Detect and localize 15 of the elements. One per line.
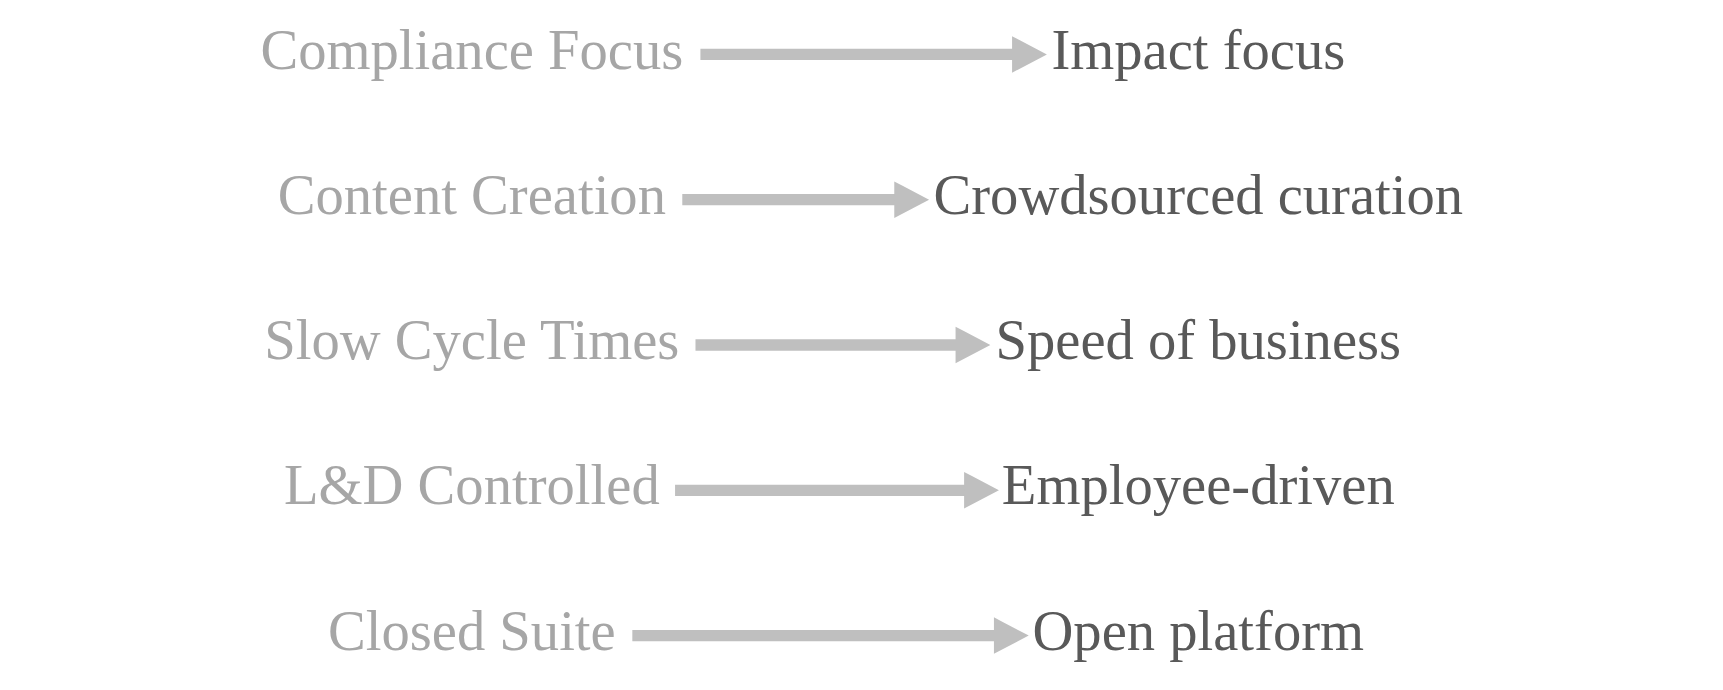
node-text: Compliance Focus bbox=[260, 18, 684, 81]
arrow bbox=[632, 617, 1029, 654]
node-text: Employee-driven bbox=[1001, 454, 1395, 517]
node-text: Closed Suite bbox=[328, 599, 616, 662]
arrow bbox=[675, 472, 999, 509]
node-text: Content Creation bbox=[277, 163, 666, 226]
node-text: L&D Controlled bbox=[284, 454, 660, 517]
arrow bbox=[700, 36, 1047, 73]
node-text: Slow Cycle Times bbox=[264, 309, 680, 372]
arrow bbox=[695, 326, 991, 364]
node-text: Speed of business bbox=[995, 309, 1402, 372]
node-text: Open platform bbox=[1032, 599, 1365, 662]
arrow bbox=[682, 181, 930, 218]
node-text: Crowdsourced curation bbox=[933, 163, 1464, 226]
node-text: Impact focus bbox=[1051, 18, 1346, 81]
